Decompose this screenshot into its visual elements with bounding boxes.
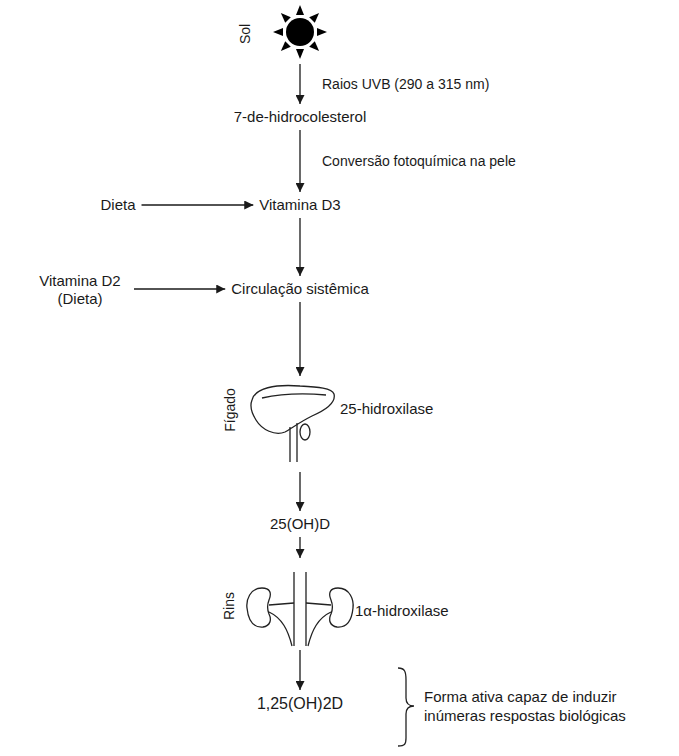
sun-ray bbox=[309, 13, 319, 23]
edge-label: Raios UVB (290 a 315 nm) bbox=[320, 76, 491, 93]
source-node: Dieta bbox=[96, 194, 139, 216]
organ-label: Rins bbox=[220, 592, 238, 620]
organ-label: Fígado bbox=[221, 388, 239, 432]
flow-arrow bbox=[299, 218, 300, 276]
compound-node: 25(OH)D bbox=[266, 513, 334, 535]
compound-node: Vitamina D3 bbox=[255, 194, 344, 216]
organ-node: Fígado 25-hidroxilase bbox=[215, 378, 445, 470]
node-text: 1,25(OH)2D bbox=[257, 694, 343, 714]
flow-arrow bbox=[134, 288, 225, 289]
sun-node: Sol bbox=[230, 2, 370, 62]
process-node: Circulação sistêmica bbox=[227, 278, 373, 300]
sun-icon bbox=[273, 5, 327, 59]
kidney-icon bbox=[247, 572, 353, 646]
node-text: Circulação sistêmica bbox=[231, 280, 369, 298]
sun-disc bbox=[286, 18, 314, 46]
node-text: Dieta bbox=[100, 196, 135, 214]
renal-vessels bbox=[269, 603, 331, 646]
kidney-left bbox=[247, 588, 270, 627]
flow-arrow bbox=[299, 537, 300, 558]
sun-ray bbox=[309, 41, 319, 51]
great-vessels bbox=[294, 572, 306, 646]
node-text: 25(OH)D bbox=[270, 515, 330, 533]
edge-label: Conversão fotoquímica na pele bbox=[320, 153, 518, 170]
sun-ray bbox=[317, 28, 327, 36]
flow-arrow bbox=[299, 64, 300, 104]
gallbladder bbox=[300, 424, 310, 440]
compound-node: 7-de-hidrocolesterol bbox=[230, 106, 371, 128]
flow-arrow bbox=[142, 204, 254, 205]
sun-ray bbox=[273, 28, 283, 36]
organ-node: Rins 1α-hidroxilase bbox=[215, 560, 465, 648]
sun-ray bbox=[296, 49, 304, 59]
flow-arrow bbox=[299, 130, 300, 192]
enzyme-label: 1α-hidroxilase bbox=[355, 602, 449, 620]
enzyme-label: 25-hidroxilase bbox=[340, 400, 433, 418]
liver-icon bbox=[251, 386, 334, 462]
sun-ray bbox=[296, 5, 304, 15]
brace bbox=[398, 668, 414, 746]
flow-arrow bbox=[299, 472, 300, 511]
flow-arrow bbox=[299, 650, 300, 690]
liver-duct bbox=[290, 423, 297, 462]
node-text: 7-de-hidrocolesterol bbox=[234, 108, 367, 126]
flow-arrow bbox=[299, 302, 300, 376]
sun-label: Sol bbox=[236, 24, 254, 44]
note-label: Forma ativa capaz de induzir inúmeras re… bbox=[424, 687, 646, 725]
kidney-right bbox=[330, 588, 353, 627]
liver-outline bbox=[251, 386, 334, 434]
node-text: Vitamina D3 bbox=[259, 196, 340, 214]
node-text: Vitamina D2 (Dieta) bbox=[32, 272, 128, 308]
source-node: Vitamina D2 (Dieta) bbox=[28, 270, 132, 310]
sun-ray bbox=[281, 41, 291, 51]
sun-ray bbox=[281, 13, 291, 23]
liver-detail bbox=[262, 394, 326, 398]
compound-node: 1,25(OH)2D bbox=[253, 692, 347, 716]
